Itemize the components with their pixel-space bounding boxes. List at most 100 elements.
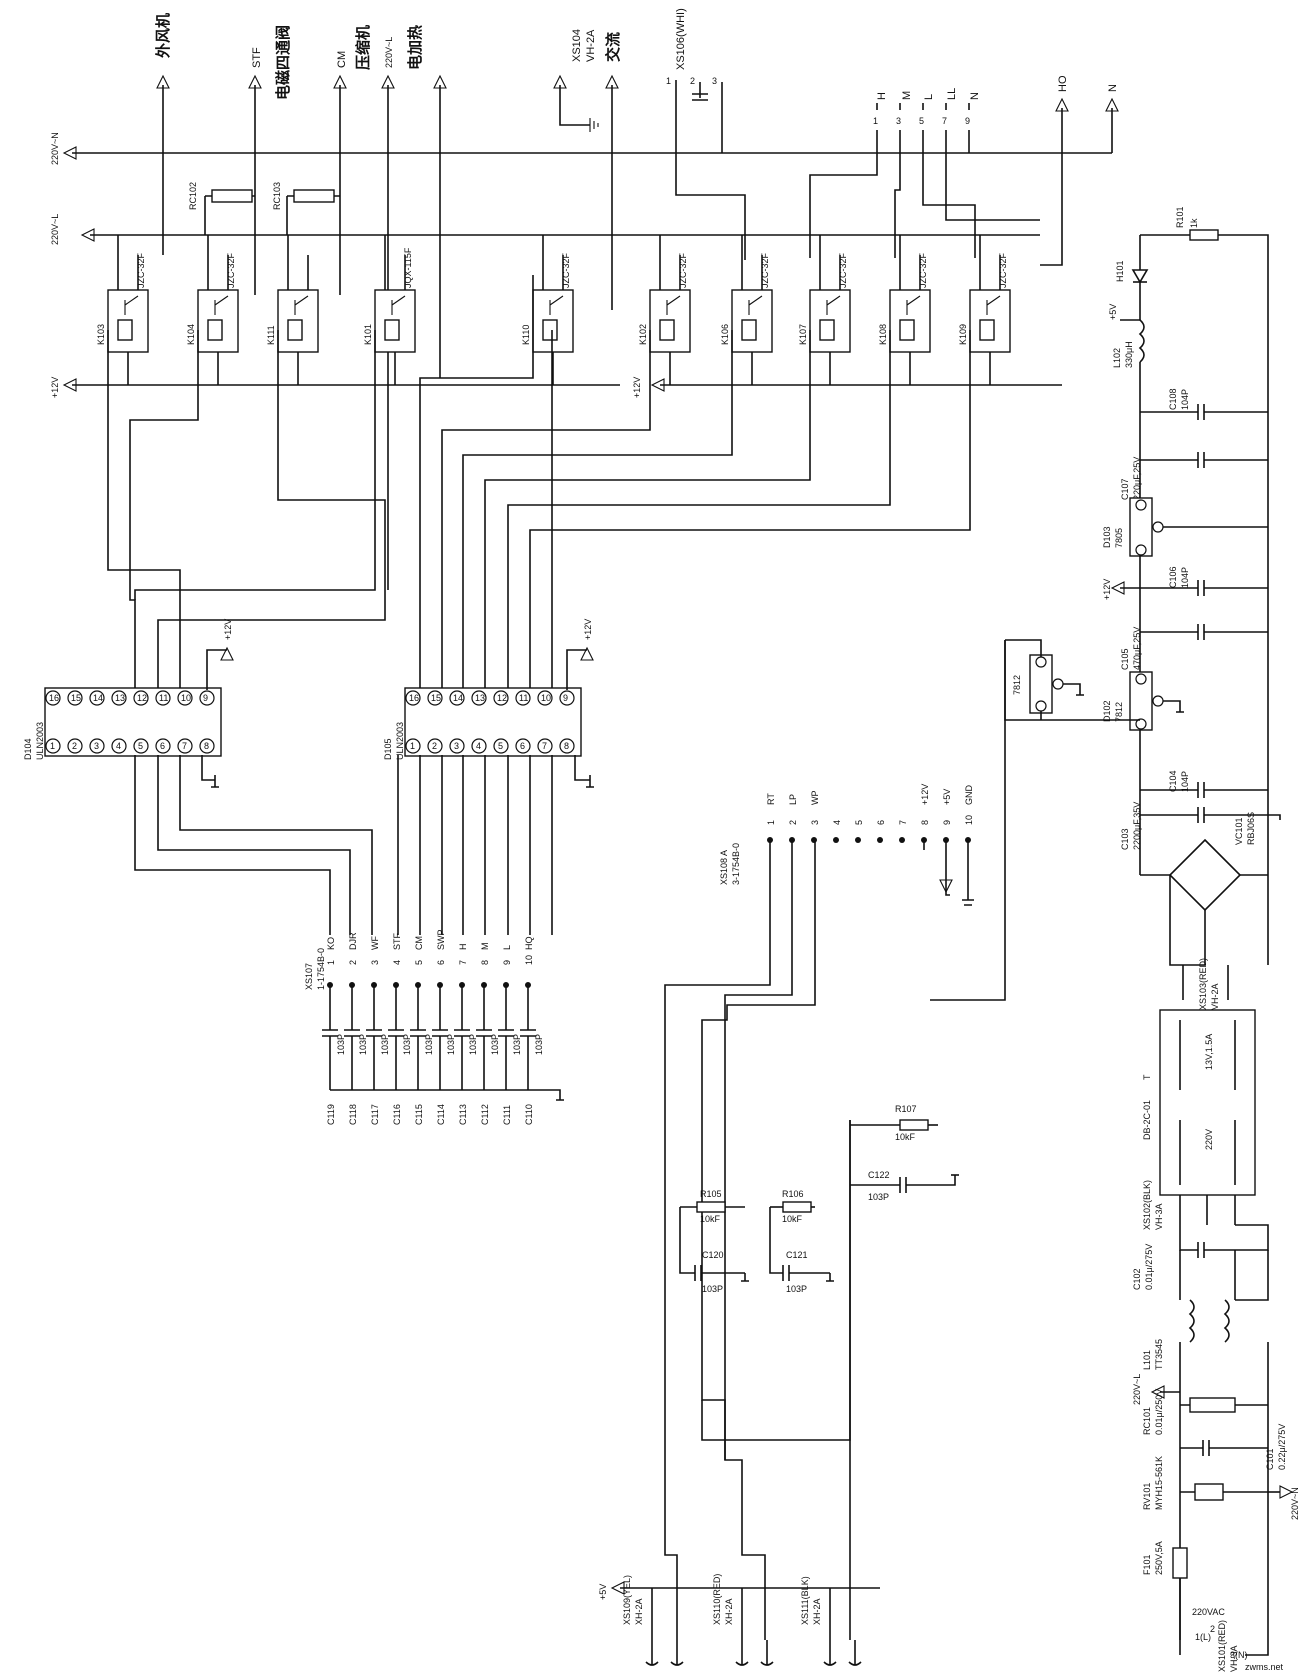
label-cm: 压缩机 [354, 25, 372, 70]
vc101-label: VC101 [1234, 817, 1244, 845]
c120-value: 103P [702, 1284, 723, 1294]
tap-5v: +5V [1108, 304, 1118, 320]
t-label: T [1142, 1074, 1152, 1080]
svg-text:RT: RT [766, 793, 776, 805]
tpin-5: 5 [919, 116, 924, 126]
cap-ref: C119 [326, 1104, 336, 1125]
c108-value: 104P [1180, 389, 1190, 410]
cap-value: 103P [402, 1034, 412, 1055]
svg-text:HQ: HQ [524, 937, 534, 951]
cap-ref: C113 [458, 1104, 468, 1125]
c121-value: 103P [786, 1284, 807, 1294]
xs106-pin2: 2 [690, 76, 695, 86]
l102-value: 330μH [1124, 341, 1134, 368]
pin-label: 8 [204, 741, 209, 751]
relay-ref: K106 [720, 324, 730, 345]
cap-value: 103P [380, 1034, 390, 1055]
svg-text:WP: WP [810, 791, 820, 806]
pin-label: 9 [563, 693, 568, 703]
sensor-rt102: XS110(RED)XH-2A [712, 1574, 774, 1666]
c108-label: C108 [1168, 388, 1178, 410]
relay-ref: K110 [521, 325, 531, 345]
svg-text:STF: STF [392, 932, 402, 950]
relay-driver-wiring [107, 275, 971, 690]
xs106-pin1: 1 [666, 76, 671, 86]
pin-label: 10 [541, 693, 551, 703]
in-pin-1: 1(L) [1195, 1632, 1211, 1642]
svg-text:7: 7 [898, 820, 908, 825]
r105-label: R105 [700, 1189, 722, 1199]
pin-label: 11 [519, 693, 528, 703]
label-n: N [1107, 84, 1119, 92]
t-secondary: 13V,1.5A [1204, 1034, 1214, 1070]
pin-label: 5 [498, 741, 503, 751]
in-pin-3: 3(N) [1230, 1650, 1248, 1660]
driver-to-xs107-wiring [134, 755, 594, 935]
svg-text:10: 10 [524, 955, 534, 965]
driver-part: ULN2003 [35, 722, 45, 760]
c101-label: C101 [1265, 1448, 1275, 1470]
vc101-part: RBJ06S [1246, 812, 1256, 845]
r101-value: 1k [1189, 218, 1199, 228]
in-pin-2: 2 [1210, 1624, 1215, 1634]
rv101-label: RV101 [1142, 1483, 1152, 1510]
rail-5v: +5V [598, 1584, 608, 1600]
terminal-block-hmll: H M L LL N 1 3 5 7 9 [809, 88, 1040, 258]
snubbers: RC102 RC103 [188, 182, 340, 235]
l101-part: TT3545 [1154, 1339, 1164, 1370]
relay-model: JZC-32F [678, 252, 688, 288]
tpin-1: 1 [873, 116, 878, 126]
driver-ref: D104 [23, 738, 33, 760]
rc103-label: RC103 [272, 182, 282, 210]
svg-text:4: 4 [832, 820, 842, 825]
svg-text:WF: WF [370, 936, 380, 950]
cap-value: 103P [424, 1034, 434, 1055]
relay-ref: K101 [363, 324, 373, 345]
relay-model: JZC-32F [136, 252, 146, 288]
c103-label: C103 [1120, 828, 1130, 850]
svg-text:10: 10 [964, 815, 974, 825]
c105-label: C105 [1120, 648, 1130, 670]
reg-7812: 7812 [1012, 675, 1022, 695]
c101-value: 0.22μ/275V [1277, 1424, 1287, 1470]
svg-text:CM: CM [414, 936, 424, 950]
cap-value: 103P [336, 1034, 346, 1055]
rc101-label: RC101 [1142, 1407, 1152, 1435]
pin-label: 9 [203, 693, 208, 703]
tap-12v: +12V [1102, 579, 1112, 600]
sensor-type: XH-2A [724, 1598, 734, 1625]
pin-label: 14 [453, 693, 463, 703]
svg-text:1: 1 [326, 960, 336, 965]
relay-k111: K111 [266, 235, 319, 385]
r101-label: R101 [1175, 206, 1185, 228]
cap-ref: C112 [480, 1104, 490, 1125]
rv101-part: MYH15-561K [1154, 1456, 1164, 1510]
d102-part: 7812 [1114, 702, 1124, 722]
c104-label: C104 [1168, 770, 1178, 792]
pin-label: 8 [564, 741, 569, 751]
xs108-pin-8: 8+12V [920, 784, 930, 843]
sensor-rt103: XS111(BLK)XH-2A [800, 1576, 862, 1666]
pin-label: 7 [542, 741, 547, 751]
tpin-9: 9 [965, 116, 970, 126]
label-stf: 电磁四通阀 [274, 25, 292, 100]
svg-text:XS107: XS107 [304, 963, 314, 990]
svg-text:DJR: DJR [348, 932, 358, 950]
label-xs104-type: VH-2A [585, 29, 597, 62]
driver-supply: +12V [223, 619, 233, 640]
svg-text:3: 3 [810, 820, 820, 825]
sensor-section: +5V R105 10kF C120 103P R106 10kF C121 1… [598, 840, 959, 1640]
t-part: DB-2C-01 [1142, 1100, 1152, 1140]
svg-text:3: 3 [370, 960, 380, 965]
